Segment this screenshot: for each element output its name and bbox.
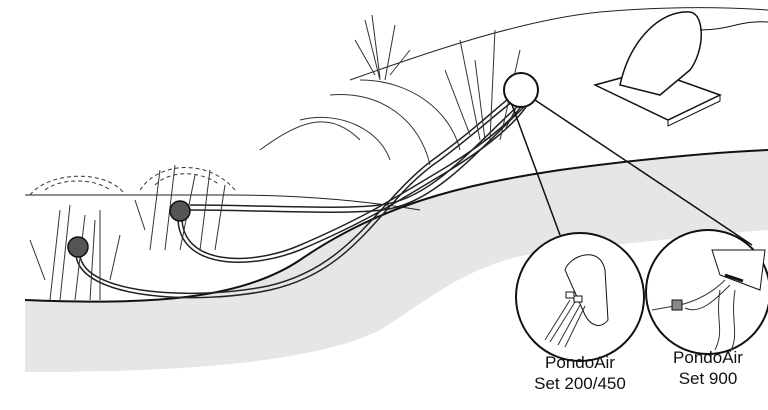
- water-surface: [25, 194, 421, 211]
- label-line-2: Set 900: [678, 369, 738, 388]
- air-hoses: [75, 95, 531, 299]
- label-line-1: PondoAir: [545, 353, 615, 372]
- detail-set-200-450: [515, 232, 645, 362]
- ripples: [29, 79, 461, 196]
- air-stone-2: [169, 200, 191, 222]
- label-set-200-450: PondoAir Set 200/450: [515, 352, 645, 394]
- detail-set-900: [645, 229, 768, 355]
- air-stone-1: [67, 236, 89, 258]
- label-line-2: Set 200/450: [534, 374, 626, 393]
- ground-bank: [25, 150, 768, 372]
- label-set-900: PondoAir Set 900: [643, 347, 768, 389]
- label-line-1: PondoAir: [673, 348, 743, 367]
- magnifier-circle: [503, 72, 539, 108]
- air-pump: [619, 11, 702, 96]
